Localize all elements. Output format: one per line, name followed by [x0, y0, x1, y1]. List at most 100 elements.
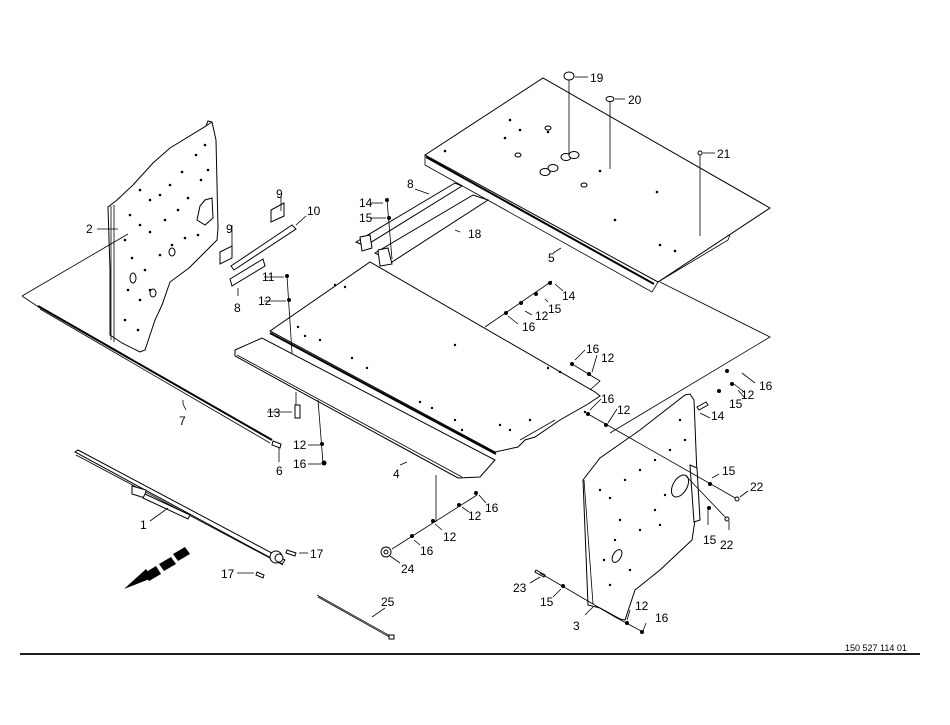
fastener-21	[697, 150, 715, 236]
part-label-24: 24	[401, 562, 415, 576]
part-label-3: 3	[573, 619, 580, 633]
part-label-7: 7	[179, 414, 186, 428]
part-label-12i: 12	[635, 599, 649, 613]
strip-9b	[219, 245, 233, 265]
part-label-14a: 14	[359, 196, 373, 210]
fastener-15	[707, 506, 711, 510]
part-label-16h: 16	[655, 611, 669, 625]
part-labels: 1 2 3 4 5 6 7 8 8 9 9 10 11 12 12 12 12 …	[86, 71, 907, 653]
part-label-2: 2	[86, 222, 93, 236]
fastener-12	[287, 298, 291, 302]
part-label-10: 10	[307, 204, 321, 218]
strip-9a	[270, 202, 285, 223]
fastener-15	[534, 292, 538, 296]
fastener-15	[387, 216, 391, 220]
part-label-16f: 16	[485, 501, 499, 515]
part-label-1: 1	[140, 518, 147, 532]
part-label-15a: 15	[359, 211, 373, 225]
part-label-12c: 12	[535, 309, 549, 323]
part-label-12e: 12	[617, 403, 631, 417]
fastener-16	[410, 534, 414, 538]
fastener-15	[561, 584, 565, 588]
fastener-12	[457, 503, 461, 507]
washer-12	[320, 442, 324, 446]
leader-line	[386, 199, 393, 260]
fastener-16	[725, 369, 729, 373]
leader-line	[317, 399, 324, 464]
part-label-9b: 9	[226, 222, 233, 236]
part-label-8a: 8	[407, 177, 414, 191]
part-label-5: 5	[548, 251, 555, 265]
bracket-18	[373, 194, 490, 267]
floor-plate	[269, 261, 601, 455]
part-label-14b: 14	[562, 289, 576, 303]
part-label-12f: 12	[741, 388, 755, 402]
part-label-17b: 17	[221, 567, 235, 581]
part-label-21: 21	[717, 147, 731, 161]
fastener-14	[548, 281, 552, 285]
leader-line	[484, 280, 553, 328]
part-label-11: 11	[262, 270, 275, 284]
part-label-12h: 12	[443, 530, 457, 544]
screw-22	[724, 516, 730, 522]
part-label-12g: 12	[468, 509, 482, 523]
part-label-16e: 16	[759, 379, 773, 393]
part-label-17a: 17	[310, 547, 324, 561]
leader-line	[21, 233, 129, 297]
fastener-15	[717, 389, 721, 393]
reference-number: 150 527 114 01	[845, 643, 907, 653]
leader-line	[587, 413, 738, 500]
pin-6	[271, 440, 282, 449]
part-label-16d: 16	[601, 392, 615, 406]
part-label-16c: 16	[586, 342, 600, 356]
fastener-12	[730, 382, 734, 386]
part-label-16b: 16	[522, 320, 536, 334]
leader-line	[21, 295, 41, 309]
strip-8	[229, 258, 266, 287]
fastener-19	[563, 71, 588, 155]
fastener-16	[504, 311, 508, 315]
leader-line	[539, 572, 644, 633]
strip-10	[230, 224, 297, 271]
part-label-8b: 8	[234, 301, 241, 315]
screw-22	[734, 496, 740, 502]
part-label-18: 18	[468, 227, 482, 241]
fastener-12	[431, 519, 435, 523]
part-label-25: 25	[381, 595, 395, 609]
nut-16	[321, 460, 327, 466]
fastener-14	[385, 198, 389, 202]
bolt-23	[534, 569, 546, 578]
part-label-16g: 16	[420, 544, 434, 558]
part-label-6: 6	[276, 464, 283, 478]
part-label-23: 23	[513, 581, 527, 595]
rod-7	[37, 305, 273, 444]
part-label-20: 20	[628, 93, 642, 107]
part-label-12d: 12	[601, 351, 615, 365]
channel-4	[234, 337, 496, 479]
tube-assembly-1	[74, 449, 286, 566]
rod-25	[316, 594, 395, 640]
part-label-22b: 22	[720, 538, 734, 552]
fastener-20	[605, 96, 625, 169]
part-label-9a: 9	[276, 187, 283, 201]
wheel-24-hub	[383, 549, 389, 555]
part-label-15f: 15	[540, 595, 554, 609]
top-platform	[424, 77, 771, 293]
leader-line	[685, 475, 728, 520]
leader-line	[286, 275, 293, 354]
part-label-12b: 12	[293, 438, 307, 452]
bolt-14	[696, 401, 709, 411]
part-label-15c: 15	[729, 397, 743, 411]
leader-line	[571, 363, 601, 391]
fastener-15	[708, 482, 712, 486]
part-label-19: 19	[590, 71, 604, 85]
part-label-4: 4	[393, 467, 400, 481]
rail-8-upper	[354, 182, 464, 252]
pin-17a	[285, 549, 297, 557]
fastener-12	[625, 621, 629, 625]
part-label-15d: 15	[722, 464, 736, 478]
arrow-travel-direction-icon	[124, 547, 190, 589]
part-label-15e: 15	[703, 533, 717, 547]
pin-17b	[255, 571, 265, 579]
